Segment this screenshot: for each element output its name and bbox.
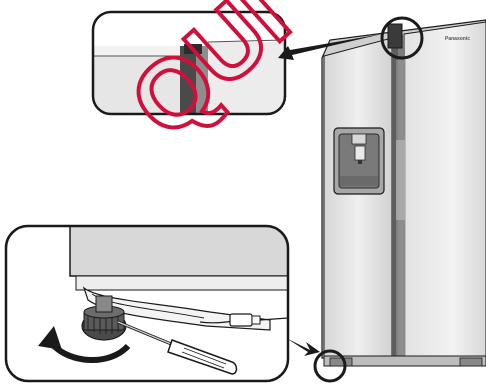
refrigerator: Panasonic	[315, 18, 486, 381]
leveling-foot-detail	[6, 226, 288, 381]
cable-connector	[230, 314, 252, 326]
right-door	[404, 22, 486, 360]
bottom-callout-arrow	[286, 338, 320, 356]
brand-logo: Panasonic	[445, 36, 470, 42]
left-door	[324, 38, 392, 360]
water-dispenser	[334, 128, 384, 194]
